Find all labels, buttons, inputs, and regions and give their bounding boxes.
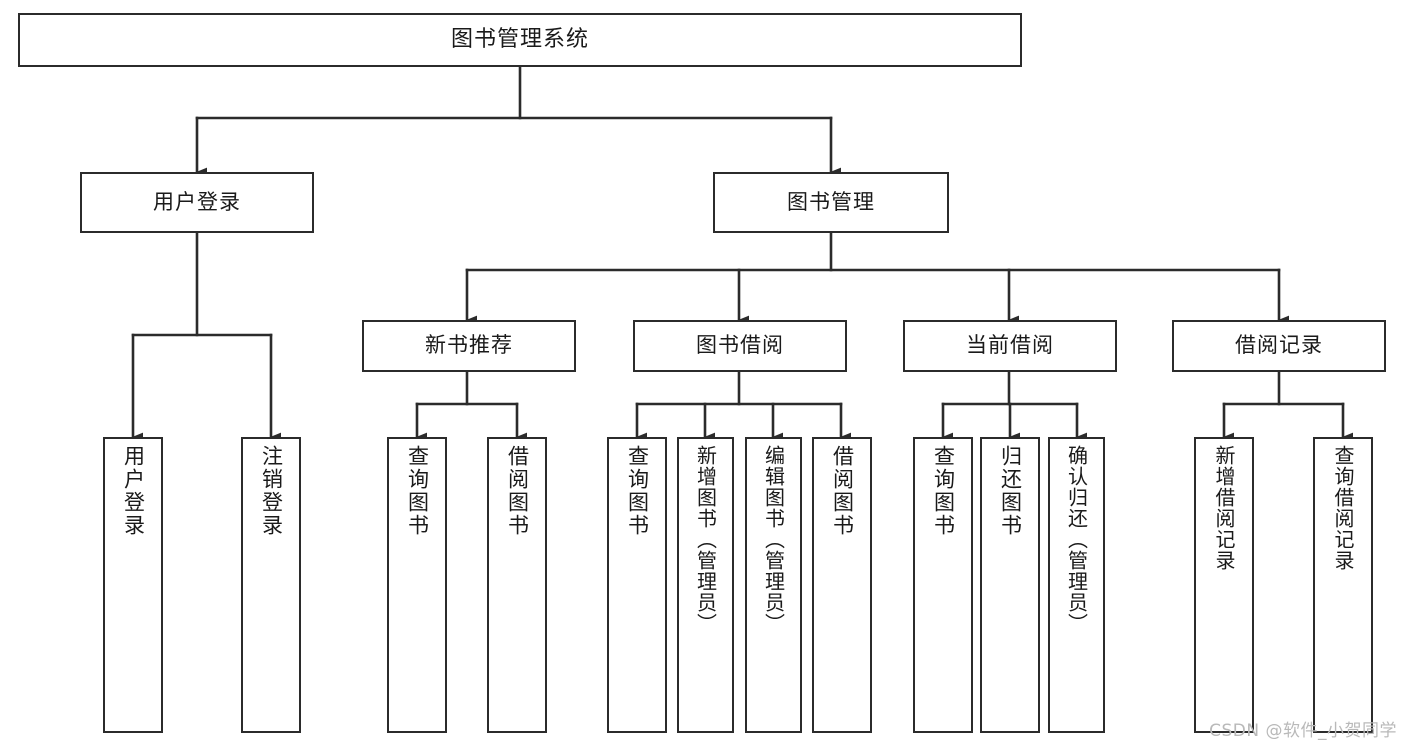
- node-new-book-recommend-label: 新书推荐: [425, 333, 513, 358]
- node-book-manage[interactable]: 图书管理: [713, 172, 949, 233]
- node-leaf-query-book-1[interactable]: 查询图书: [387, 437, 447, 733]
- node-book-borrow-label: 图书借阅: [696, 333, 784, 358]
- node-leaf-add-record-label: 新增借阅记录: [1212, 445, 1236, 571]
- node-leaf-user-logout-label: 注销登录: [259, 445, 284, 537]
- node-leaf-borrow-book-1[interactable]: 借阅图书: [487, 437, 547, 733]
- node-leaf-query-book-3-label: 查询图书: [931, 445, 956, 537]
- node-leaf-add-book-label: 新增图书（管理员）: [693, 445, 718, 634]
- node-root[interactable]: 图书管理系统: [18, 13, 1022, 67]
- node-user-login[interactable]: 用户登录: [80, 172, 314, 233]
- node-root-label: 图书管理系统: [450, 26, 589, 52]
- node-leaf-return-book-label: 归还图书: [998, 445, 1023, 537]
- node-leaf-query-record-label: 查询借阅记录: [1331, 445, 1355, 571]
- node-leaf-borrow-book-2-label: 借阅图书: [830, 445, 855, 537]
- node-leaf-query-book-2[interactable]: 查询图书: [607, 437, 667, 733]
- node-leaf-user-logout[interactable]: 注销登录: [241, 437, 301, 733]
- node-leaf-query-book-3[interactable]: 查询图书: [913, 437, 973, 733]
- node-leaf-return-book[interactable]: 归还图书: [980, 437, 1040, 733]
- node-new-book-recommend[interactable]: 新书推荐: [362, 320, 576, 372]
- node-leaf-confirm-return[interactable]: 确认归还（管理员）: [1048, 437, 1105, 733]
- watermark: CSDN @软件_小贺同学: [1209, 721, 1397, 741]
- node-leaf-query-book-1-label: 查询图书: [405, 445, 430, 537]
- node-borrow-record[interactable]: 借阅记录: [1172, 320, 1386, 372]
- node-leaf-edit-book[interactable]: 编辑图书（管理员）: [745, 437, 802, 733]
- node-book-borrow[interactable]: 图书借阅: [633, 320, 847, 372]
- node-leaf-add-book[interactable]: 新增图书（管理员）: [677, 437, 734, 733]
- node-leaf-borrow-book-1-label: 借阅图书: [505, 445, 530, 537]
- node-leaf-user-login[interactable]: 用户登录: [103, 437, 163, 733]
- node-leaf-confirm-return-label: 确认归还（管理员）: [1064, 445, 1089, 634]
- node-current-borrow[interactable]: 当前借阅: [903, 320, 1117, 372]
- node-leaf-edit-book-label: 编辑图书（管理员）: [761, 445, 786, 634]
- node-leaf-add-record[interactable]: 新增借阅记录: [1194, 437, 1254, 733]
- node-leaf-query-record[interactable]: 查询借阅记录: [1313, 437, 1373, 733]
- node-borrow-record-label: 借阅记录: [1235, 333, 1323, 358]
- node-current-borrow-label: 当前借阅: [966, 333, 1054, 358]
- node-leaf-user-login-label: 用户登录: [121, 445, 146, 537]
- node-user-login-label: 用户登录: [153, 189, 241, 214]
- node-leaf-borrow-book-2[interactable]: 借阅图书: [812, 437, 872, 733]
- node-book-manage-label: 图书管理: [787, 189, 875, 214]
- node-leaf-query-book-2-label: 查询图书: [625, 445, 650, 537]
